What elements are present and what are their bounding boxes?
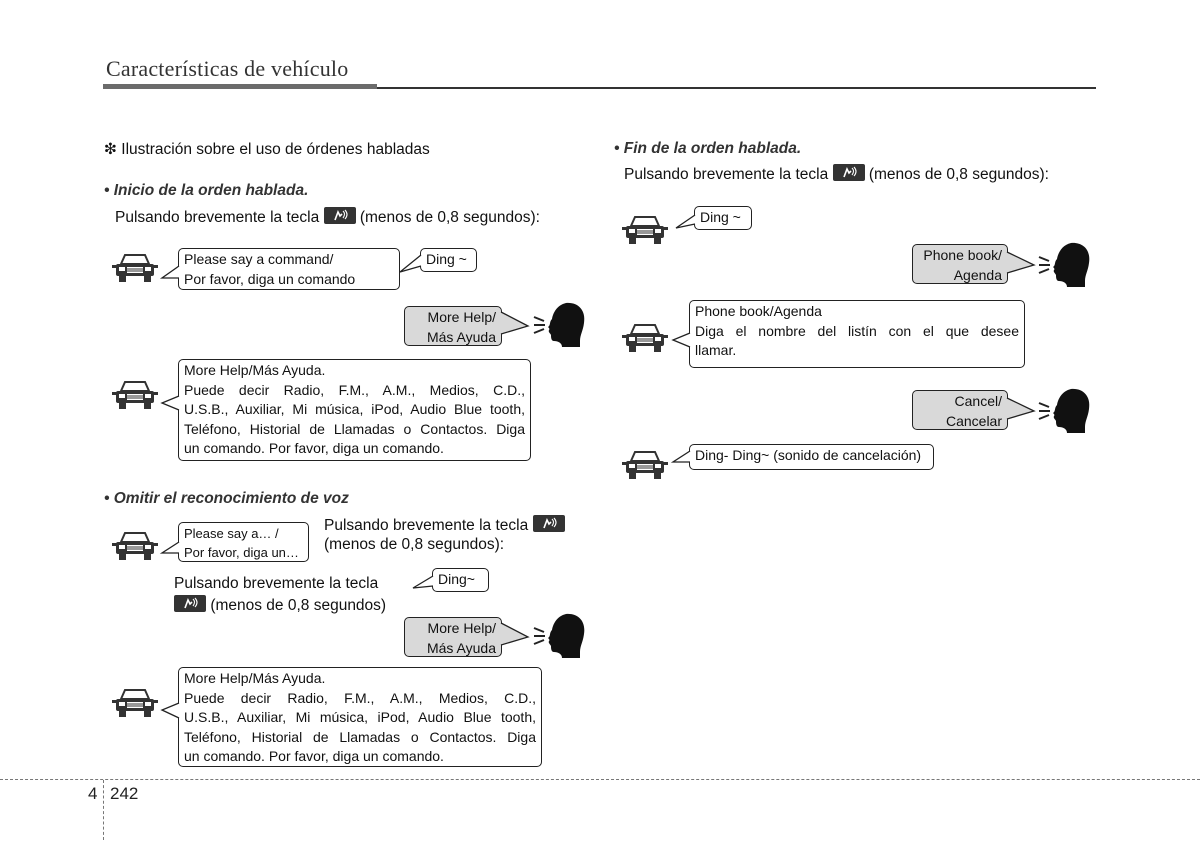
header-rule-thick bbox=[103, 84, 377, 89]
section-heading-end: • Fin de la orden hablada. bbox=[614, 140, 802, 157]
instruction-skip-1-duration: (menos de 0,8 segundos): bbox=[324, 536, 505, 553]
voice-talk-key-icon bbox=[532, 515, 565, 532]
bubble-tail bbox=[500, 622, 530, 646]
voice-talk-key-icon bbox=[174, 595, 206, 612]
car-front-icon bbox=[110, 379, 160, 418]
chapter-number: 4 bbox=[88, 784, 98, 803]
footer-dashed-divider bbox=[103, 780, 104, 840]
bubble-help-response: More Help/Más Ayuda. Puede decir Radio, … bbox=[178, 359, 531, 461]
bubble-tail bbox=[160, 395, 180, 411]
bubble-tail bbox=[159, 265, 180, 279]
page-number: 242 bbox=[110, 784, 139, 803]
footer-dashed-rule bbox=[0, 779, 1200, 780]
bubble-system-prompt-short: Please say a… / Por favor, diga un… bbox=[178, 522, 309, 562]
person-speaking-icon bbox=[532, 301, 588, 352]
instruction-end: Pulsando brevemente la tecla (menos de 0… bbox=[624, 164, 1049, 183]
instruction-start: Pulsando brevemente la tecla (menos de 0… bbox=[115, 207, 540, 226]
bubble-tail bbox=[500, 311, 530, 335]
illustration-caption: ❇ Ilustración sobre el uso de órdenes ha… bbox=[104, 141, 430, 158]
person-speaking-icon bbox=[1037, 387, 1093, 438]
bubble-ding: Ding ~ bbox=[694, 206, 752, 230]
bubble-tail bbox=[399, 254, 422, 273]
voice-talk-key-icon bbox=[323, 207, 356, 224]
car-front-icon bbox=[110, 687, 160, 726]
car-front-icon bbox=[620, 322, 670, 361]
bubble-tail bbox=[670, 450, 691, 463]
bubble-tail bbox=[671, 332, 691, 348]
person-speaking-icon bbox=[532, 612, 588, 663]
bubble-tail bbox=[160, 702, 180, 719]
bubble-tail bbox=[412, 575, 434, 589]
bubble-user-more-help: More Help/ Más Ayuda bbox=[404, 617, 502, 657]
instruction-skip-2-duration: (menos de 0,8 segundos) bbox=[174, 595, 386, 615]
bubble-phone-book-response: Phone book/Agenda Diga el nombre del lis… bbox=[689, 300, 1025, 368]
bubble-ding: Ding~ bbox=[432, 568, 489, 592]
bubble-tail bbox=[1006, 251, 1036, 274]
bubble-ding: Ding ~ bbox=[420, 248, 477, 272]
instruction-skip-2: Pulsando brevemente la tecla bbox=[174, 575, 379, 592]
car-front-icon bbox=[110, 252, 160, 291]
section-heading-skip: • Omitir el reconocimiento de voz bbox=[104, 490, 349, 507]
bubble-tail bbox=[159, 541, 180, 554]
bubble-system-prompt: Please say a command/ Por favor, diga un… bbox=[178, 248, 400, 290]
car-front-icon bbox=[620, 449, 670, 488]
voice-talk-key-icon bbox=[832, 164, 865, 181]
person-speaking-icon bbox=[1037, 241, 1093, 292]
section-heading-start: • Inicio de la orden hablada. bbox=[104, 182, 309, 199]
car-front-icon bbox=[110, 530, 160, 569]
bubble-user-phone-book: Phone book/ Agenda bbox=[912, 244, 1008, 284]
instruction-skip-1: Pulsando brevemente la tecla bbox=[324, 515, 565, 535]
header-rule-thin bbox=[377, 87, 1096, 89]
page-header-title: Características de vehículo bbox=[106, 56, 349, 81]
bubble-tail bbox=[675, 214, 696, 229]
bubble-help-response: More Help/Más Ayuda. Puede decir Radio, … bbox=[178, 667, 542, 767]
car-front-icon bbox=[620, 214, 670, 253]
bubble-user-cancel: Cancel/ Cancelar bbox=[912, 390, 1008, 430]
bubble-tail bbox=[1006, 397, 1036, 420]
